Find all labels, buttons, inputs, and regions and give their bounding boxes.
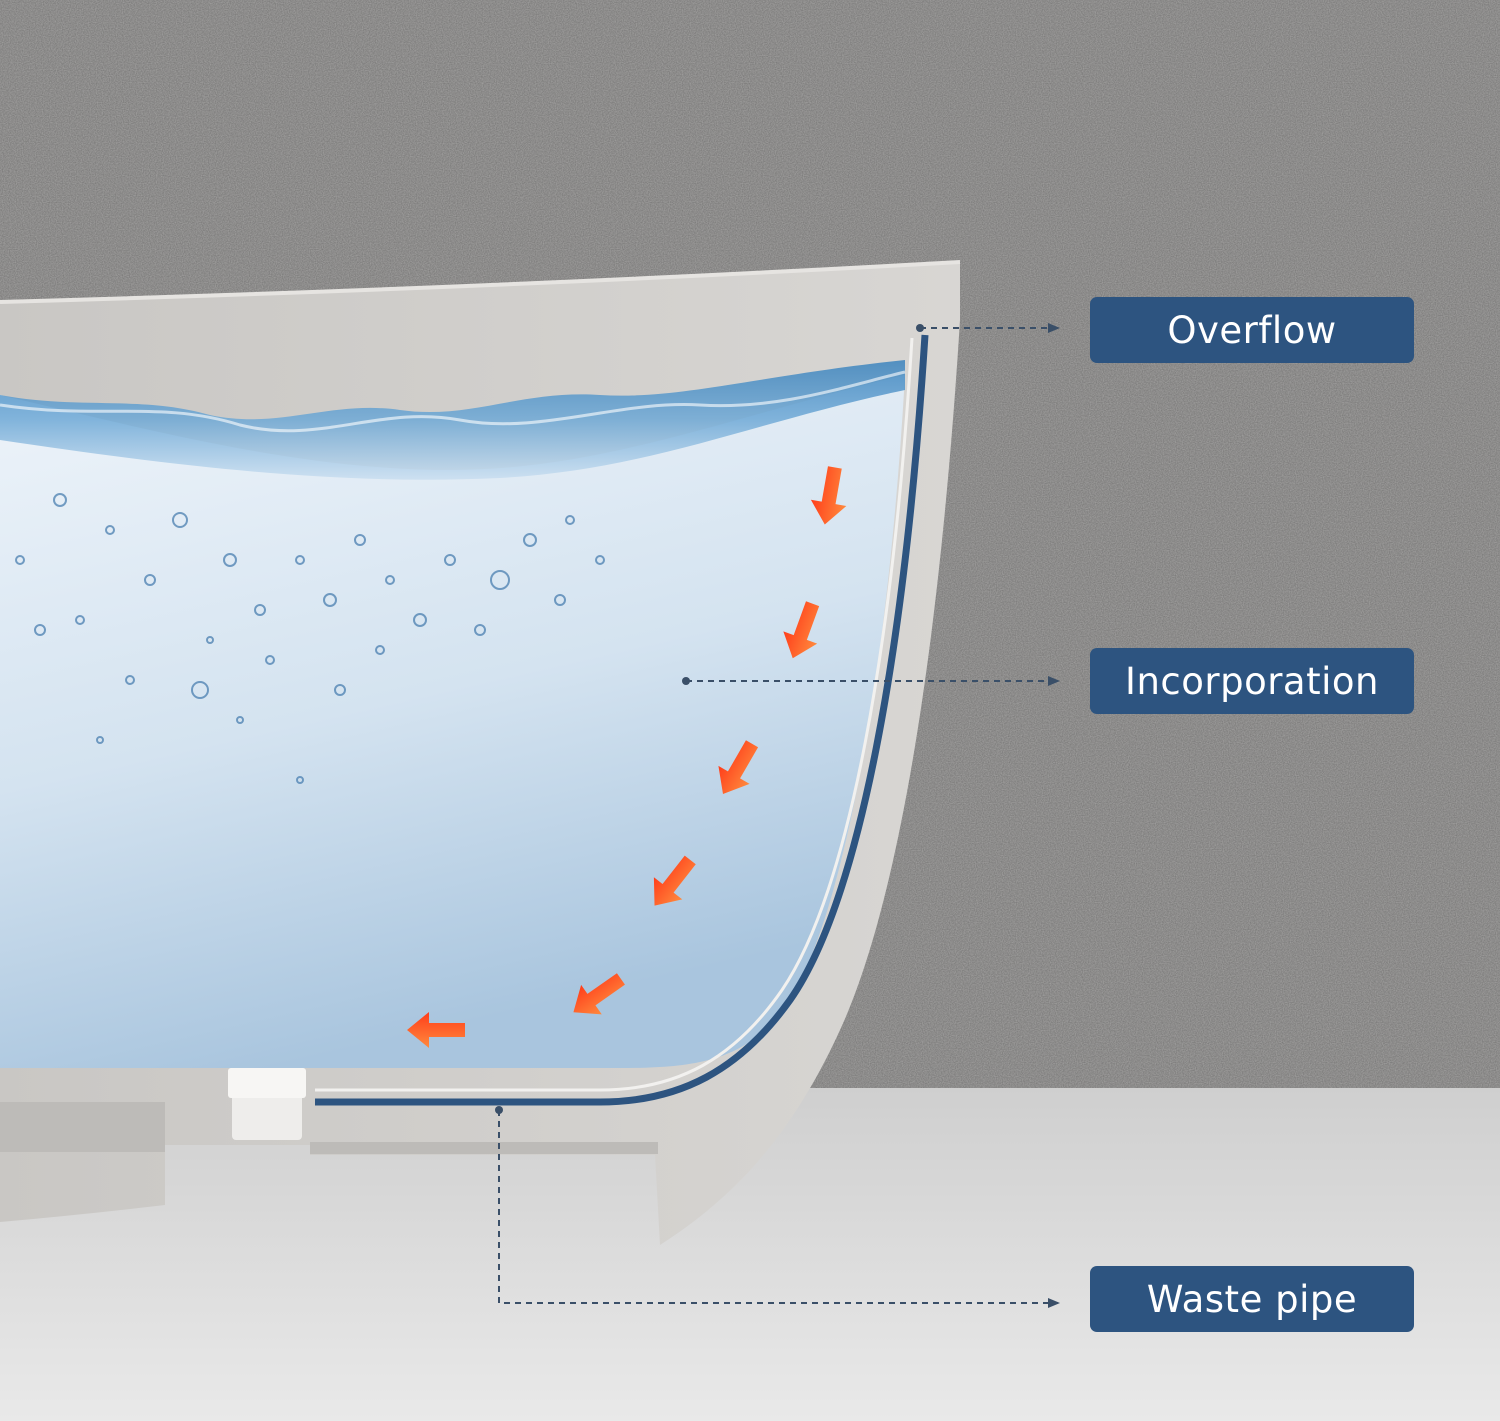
overflow-channel-inner-edge	[315, 337, 914, 1092]
leader-lines	[498, 323, 1060, 1308]
flow-arrow-icon	[810, 466, 847, 525]
flow-arrow-icon	[573, 973, 625, 1015]
leader-dot-overflow	[916, 324, 924, 332]
flow-arrow-icon	[653, 855, 696, 906]
incorporation-label: Incorporation	[1090, 648, 1414, 714]
flow-arrow-icon	[783, 601, 820, 659]
flow-arrow-icon	[407, 1012, 465, 1048]
leader-dot-incorporation	[682, 677, 690, 685]
waste-pipe-label: Waste pipe	[1090, 1266, 1414, 1332]
overflow-label: Overflow	[1090, 297, 1414, 363]
base-cavity	[0, 1102, 165, 1152]
leader-line-waste	[498, 1110, 1060, 1308]
drain-fitting-collar	[228, 1068, 306, 1098]
leader-dot-waste	[495, 1106, 503, 1114]
base-cavity-right	[310, 1142, 658, 1154]
water-body	[0, 375, 905, 1068]
overflow-channel	[315, 334, 929, 1106]
water-surface-foam	[0, 370, 906, 433]
bubbles	[15, 493, 605, 784]
flow-arrows	[407, 466, 847, 1048]
flow-arrow-icon	[718, 740, 759, 794]
tub-rim	[0, 260, 961, 304]
